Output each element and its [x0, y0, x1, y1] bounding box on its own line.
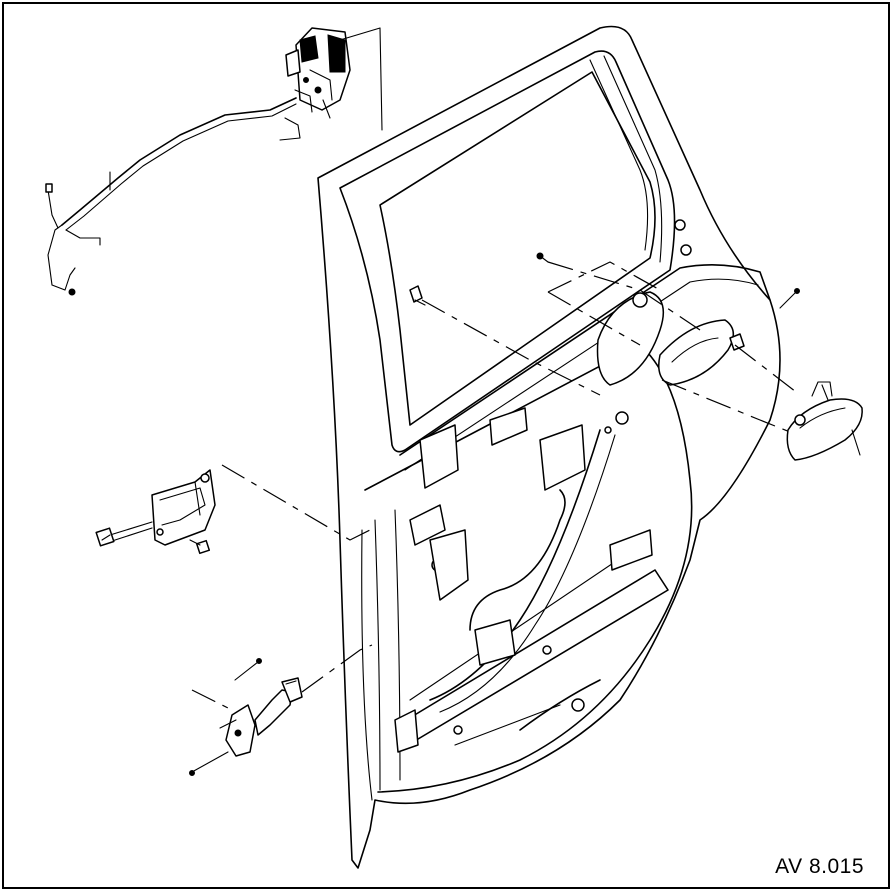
rear-door-panel-icon	[317, 25, 781, 869]
door-lock-assembly-icon	[285, 27, 351, 119]
assembly-leader-lines	[191, 261, 801, 711]
door-check-strap-icon	[189, 658, 303, 776]
lock-rod-cable-icon	[45, 27, 383, 296]
outer-door-handle-icon	[729, 288, 863, 461]
reference-code: AV 8.015	[775, 855, 864, 878]
hinge-bracket-icon	[95, 469, 216, 555]
door-fasteners-icon	[409, 252, 549, 306]
